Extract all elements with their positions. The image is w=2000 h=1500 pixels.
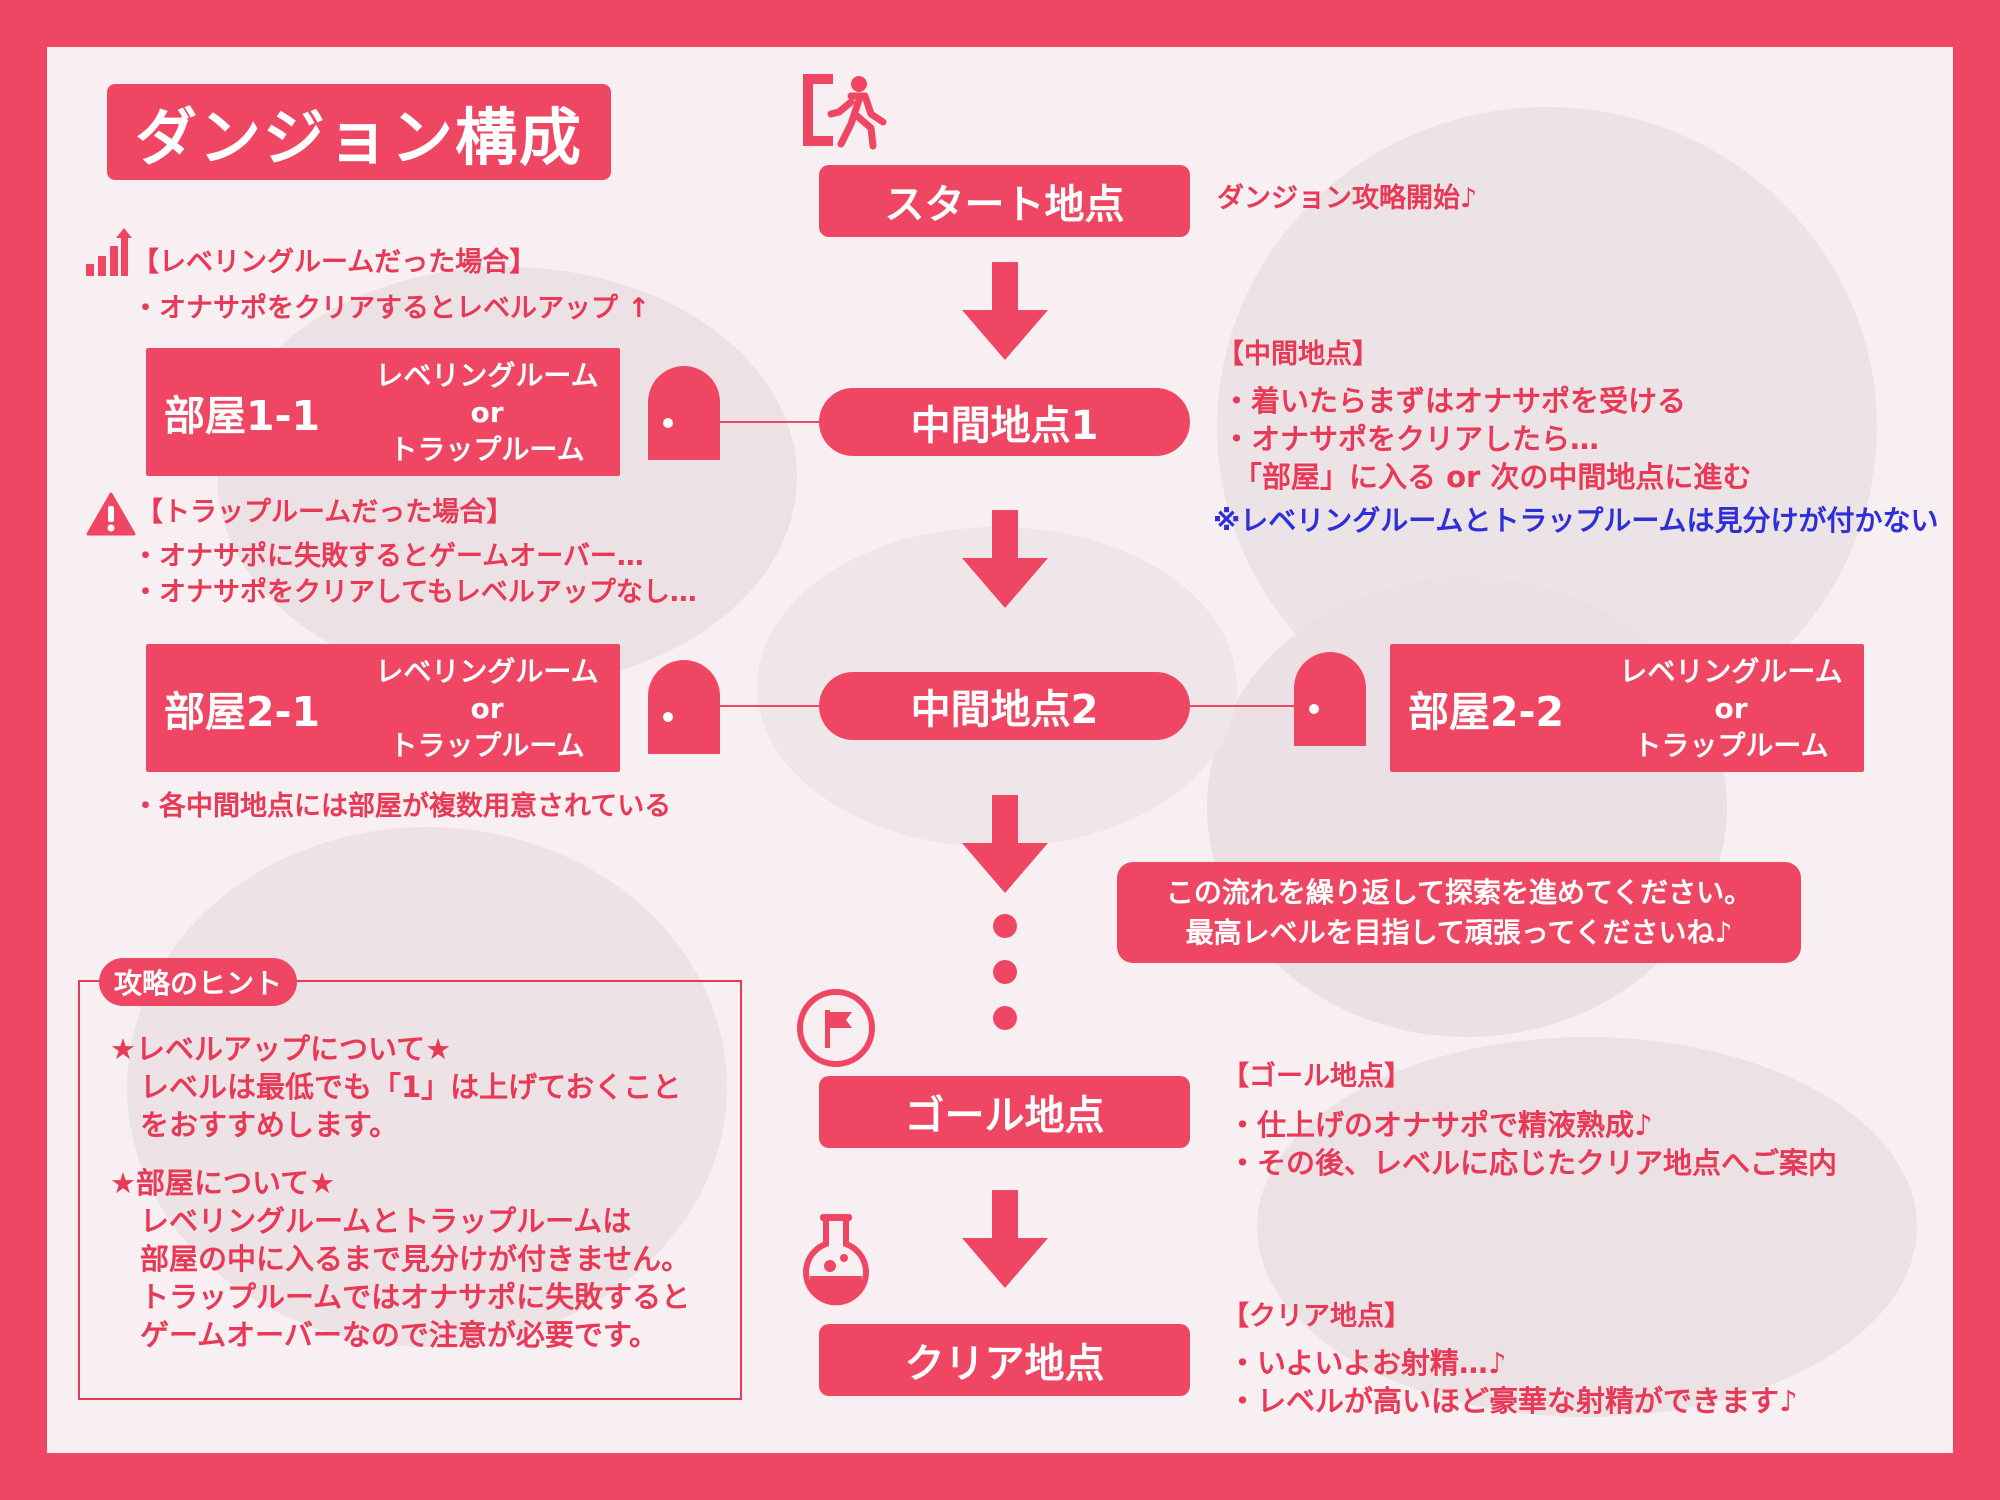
midpoint-note-line: 「部屋」に入る or 次の中間地点に進む xyxy=(1233,460,1752,494)
continuation-dots xyxy=(993,914,1017,1030)
hint-line: ゲームオーバーなので注意が必要です。 xyxy=(140,1318,658,1352)
level-up-chart-icon xyxy=(86,228,132,276)
room-1-1: 部屋1-1 レベリングルーム or トラップルーム xyxy=(146,348,620,476)
arrow-down-icon xyxy=(962,795,1048,893)
hints-title: 攻略のヒント xyxy=(99,958,297,1006)
room-type-line: トラップルーム xyxy=(1633,728,1829,762)
midpoint-note-heading: 【中間地点】 xyxy=(1217,339,1379,370)
hint-line: レベリングルームとトラップルームは xyxy=(140,1204,632,1238)
room-type: レベリングルーム or トラップルーム xyxy=(354,653,620,764)
flag-icon xyxy=(797,989,875,1067)
repeat-line: 最高レベルを目指して頑張ってくださいね♪ xyxy=(1185,915,1733,949)
midpoint-1-node: 中間地点1 xyxy=(819,388,1190,456)
goal-note-line: ・仕上げのオナサポで精液熟成♪ xyxy=(1228,1108,1653,1142)
warning-icon xyxy=(86,492,136,536)
exit-door-icon xyxy=(803,74,887,150)
hint-line: をおすすめします。 xyxy=(140,1108,399,1142)
goal-node: ゴール地点 xyxy=(819,1076,1190,1148)
clear-note-heading: 【クリア地点】 xyxy=(1222,1301,1411,1332)
leveling-note-heading: 【レベリングルームだった場合】 xyxy=(132,247,537,278)
multi-room-note: ・各中間地点には部屋が複数用意されている xyxy=(132,791,672,822)
clear-note-line: ・いよいよお射精…♪ xyxy=(1228,1346,1507,1380)
repeat-line: この流れを繰り返して探索を進めてください。 xyxy=(1165,875,1753,909)
room-2-1: 部屋2-1 レベリングルーム or トラップルーム xyxy=(146,644,620,772)
clear-node: クリア地点 xyxy=(819,1324,1190,1396)
room-type-line: トラップルーム xyxy=(389,432,585,466)
room-type: レベリングルーム or トラップルーム xyxy=(1598,653,1864,764)
trap-note-line: ・オナサポをクリアしてもレベルアップなし… xyxy=(132,577,697,608)
hint-heading: ★レベルアップについて★ xyxy=(110,1032,452,1066)
room-type-or: or xyxy=(470,691,504,725)
midpoint-2-node: 中間地点2 xyxy=(819,672,1190,740)
repeat-instruction-box: この流れを繰り返して探索を進めてください。 最高レベルを目指して頑張ってください… xyxy=(1117,862,1801,963)
room-type-line: トラップルーム xyxy=(389,728,585,762)
arrow-down-icon xyxy=(962,262,1048,360)
indistinguishable-warning: ※レベリングルームとトラップルームは見分けが付かない xyxy=(1213,504,1939,537)
connector-line xyxy=(1190,705,1294,707)
page-title: ダンジョン構成 xyxy=(107,84,611,180)
room-type-line: レベリングルーム xyxy=(1619,654,1843,688)
room-name: 部屋2-2 xyxy=(1408,688,1565,736)
hints-panel xyxy=(78,980,742,1400)
room-type: レベリングルーム or トラップルーム xyxy=(354,357,620,468)
clear-note-line: ・レベルが高いほど豪華な射精ができます♪ xyxy=(1228,1384,1798,1418)
goal-note-heading: 【ゴール地点】 xyxy=(1222,1061,1411,1092)
start-node: スタート地点 xyxy=(819,165,1190,237)
hint-line: レベルは最低でも「1」は上げておくこと xyxy=(140,1070,682,1104)
room-name: 部屋1-1 xyxy=(164,392,321,440)
room-name: 部屋2-1 xyxy=(164,688,321,736)
hints-body: ★レベルアップについて★ レベルは最低でも「1」は上げておくこと をおすすめしま… xyxy=(110,1030,690,1354)
arrow-down-icon xyxy=(962,1190,1048,1288)
arrow-down-icon xyxy=(962,510,1048,608)
midpoint-note-line: ・着いたらまずはオナサポを受ける xyxy=(1222,384,1687,418)
leveling-note-line: ・オナサポをクリアするとレベルアップ ↑ xyxy=(132,293,651,324)
room-type-line: レベリングルーム xyxy=(375,654,599,688)
room-2-2: 部屋2-2 レベリングルーム or トラップルーム xyxy=(1390,644,1864,772)
hint-heading: ★部屋について★ xyxy=(110,1166,336,1200)
start-note: ダンジョン攻略開始♪ xyxy=(1217,183,1478,214)
trap-note-heading: 【トラップルームだった場合】 xyxy=(136,497,514,528)
hint-line: トラップルームではオナサポに失敗すると xyxy=(140,1280,691,1314)
room-type-line: レベリングルーム xyxy=(375,358,599,392)
flask-icon xyxy=(803,1214,869,1306)
connector-line xyxy=(720,421,820,423)
room-type-or: or xyxy=(1714,691,1748,725)
hint-line: 部屋の中に入るまで見分けが付きません。 xyxy=(140,1242,691,1276)
room-type-or: or xyxy=(470,395,504,429)
goal-note-line: ・その後、レベルに応じたクリア地点へご案内 xyxy=(1228,1146,1838,1180)
door-icon xyxy=(648,366,720,460)
connector-line xyxy=(720,705,820,707)
door-icon xyxy=(648,660,720,754)
trap-note-line: ・オナサポに失敗するとゲームオーバー… xyxy=(132,541,644,572)
door-icon xyxy=(1294,652,1366,746)
midpoint-note-line: ・オナサポをクリアしたら… xyxy=(1222,422,1600,456)
